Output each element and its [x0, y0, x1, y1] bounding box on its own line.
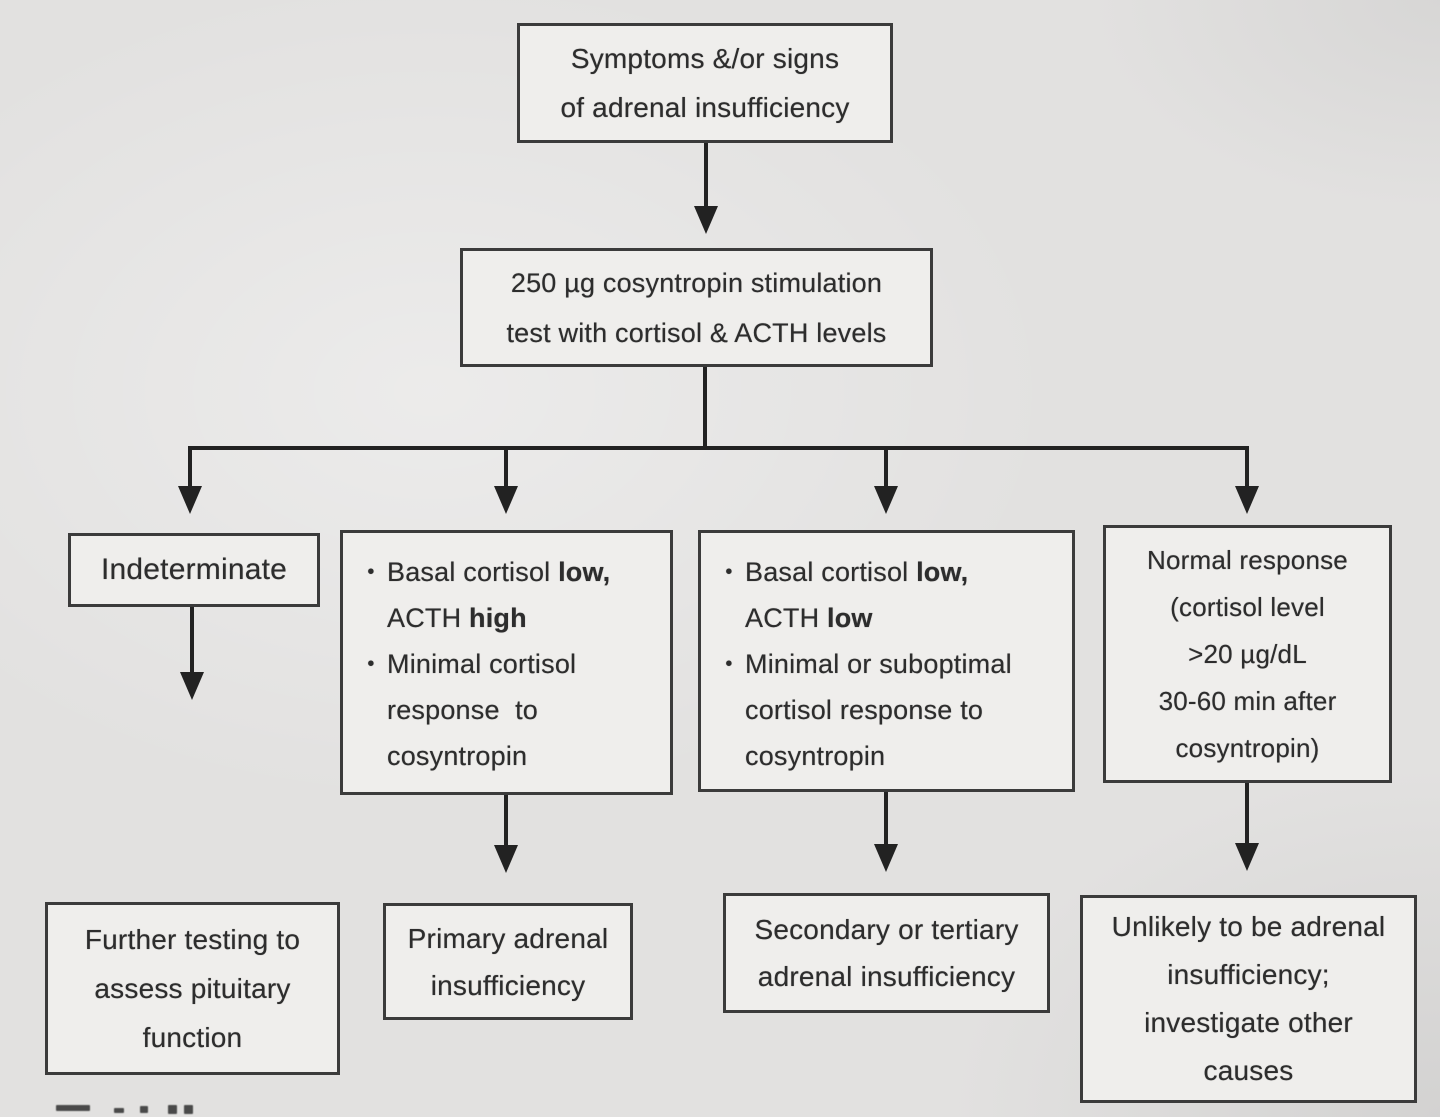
outcome-line: causes [1203, 1055, 1294, 1086]
criteria-bullet-2: • Minimal cortisol response to cosyntropin [355, 641, 660, 779]
arrowhead-branch-primary-criteria [494, 486, 518, 514]
bullet-icon: • [367, 653, 375, 675]
criteria-bullet-1-text: Basal cortisol low, ACTH high [387, 549, 610, 641]
test-line1: 250 µg cosyntropin stimulation [510, 267, 883, 298]
outcome-line: insufficiency [430, 969, 586, 1001]
normal-line: (cortisol level [1170, 591, 1325, 622]
criteria-text: Minimal or suboptimal [745, 649, 1012, 679]
outcome-line: Primary adrenal [407, 922, 609, 954]
outcome-line: Unlikely to be adrenal [1111, 911, 1386, 942]
branch-stem-normal-response [1245, 450, 1249, 486]
cut-off-caption-fragment [56, 1105, 276, 1117]
outcome-line: insufficiency; [1167, 959, 1330, 990]
criteria-bullet-1: • Basal cortisol low, ACTH low [713, 549, 1064, 641]
outcome-line: Further testing to [84, 924, 301, 955]
connector-test-to-branches [703, 367, 707, 450]
symptoms-box: Symptoms &/or signs of adrenal insuffici… [517, 23, 893, 143]
criteria-text: Basal cortisol [745, 557, 917, 587]
criteria-bullet-2: • Minimal or suboptimal cortisol response… [713, 641, 1064, 779]
arrowhead-branch-secondary-criteria [874, 486, 898, 514]
normal-line: Normal response [1147, 544, 1348, 575]
outcome-unlikely-box: Unlikely to be adrenal insufficiency; in… [1080, 895, 1417, 1103]
normal-response-box: Normal response (cortisol level >20 µg/d… [1103, 525, 1392, 783]
criteria-bold: low, [916, 557, 969, 587]
indeterminate-box: Indeterminate [68, 533, 320, 607]
criteria-text: cortisol response to [745, 695, 984, 725]
criteria-text: Basal cortisol [387, 557, 559, 587]
outcome-line: adrenal insufficiency [757, 961, 1016, 992]
secondary-criteria-box: • Basal cortisol low, ACTH low • Minimal … [698, 530, 1075, 792]
criteria-text: cosyntropin [387, 741, 528, 771]
bullet-icon: • [367, 561, 375, 583]
connector-normal-down [1245, 783, 1249, 843]
connector-symptoms-to-test [704, 143, 708, 206]
criteria-text: Minimal cortisol [387, 649, 577, 679]
connector-secondary-criteria-down [884, 792, 888, 844]
cosyntropin-test-box: 250 µg cosyntropin stimulation test with… [460, 248, 933, 367]
connector-primary-criteria-down [504, 795, 508, 845]
arrowhead-primary-criteria-down [494, 845, 518, 873]
criteria-bold: low, [558, 557, 611, 587]
outcome-line: Secondary or tertiary [754, 914, 1019, 945]
criteria-text: response to [387, 695, 538, 725]
outcome-line: investigate other [1144, 1007, 1353, 1038]
criteria-bullet-2-text: Minimal or suboptimal cortisol response t… [745, 641, 1012, 779]
outcome-pituitary-box: Further testing to assess pituitary func… [45, 902, 340, 1075]
arrowhead-indeterminate-down [180, 672, 204, 700]
arrowhead-secondary-criteria-down [874, 844, 898, 872]
branch-stem-indeterminate [188, 450, 192, 486]
outcome-secondary-box: Secondary or tertiary adrenal insufficie… [723, 893, 1050, 1013]
criteria-bullet-2-text: Minimal cortisol response to cosyntropin [387, 641, 576, 779]
branch-stem-secondary-criteria [884, 450, 888, 486]
criteria-bullet-1: • Basal cortisol low, ACTH high [355, 549, 660, 641]
outcome-line: assess pituitary [94, 973, 291, 1004]
branch-stem-primary-criteria [504, 450, 508, 486]
criteria-bold: high [469, 603, 527, 633]
test-line2: test with cortisol & ACTH levels [506, 317, 887, 348]
symptoms-line1: Symptoms &/or signs [570, 43, 840, 74]
arrowhead-normal-down [1235, 843, 1259, 871]
criteria-text: ACTH [745, 603, 827, 633]
bullet-icon: • [725, 653, 733, 675]
outcome-line: function [142, 1022, 243, 1053]
connector-indeterminate-down [190, 607, 194, 672]
arrowhead-branch-normal-response [1235, 486, 1259, 514]
branch-horizontal-line [188, 446, 1249, 450]
symptoms-line2: of adrenal insufficiency [560, 92, 850, 123]
bullet-icon: • [725, 561, 733, 583]
arrowhead-symptoms-to-test [694, 206, 718, 234]
outcome-primary-box: Primary adrenal insufficiency [383, 903, 633, 1020]
criteria-bold: low [827, 603, 873, 633]
arrowhead-branch-indeterminate [178, 486, 202, 514]
indeterminate-label: Indeterminate [100, 553, 288, 586]
criteria-text: cosyntropin [745, 741, 886, 771]
normal-line: cosyntropin) [1175, 732, 1320, 763]
normal-line: 30-60 min after [1158, 685, 1337, 716]
normal-line: >20 µg/dL [1188, 638, 1307, 669]
primary-criteria-box: • Basal cortisol low, ACTH high • Minimal… [340, 530, 673, 795]
criteria-text: ACTH [387, 603, 469, 633]
criteria-bullet-1-text: Basal cortisol low, ACTH low [745, 549, 968, 641]
